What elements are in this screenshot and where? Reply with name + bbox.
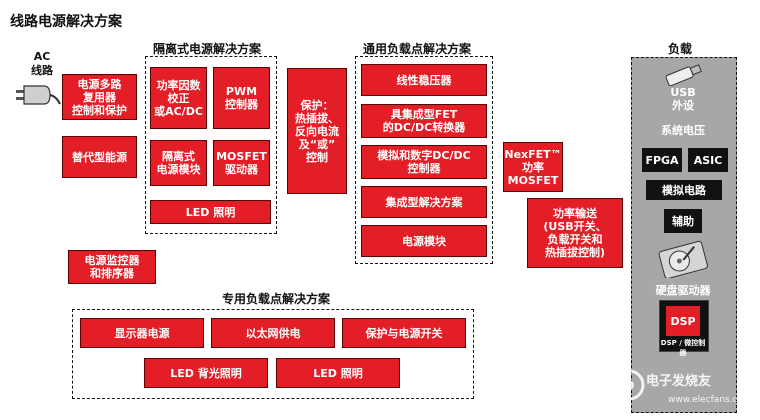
isolated-power-title: 隔离式电源解决方案 xyxy=(153,42,262,56)
special-pol-group xyxy=(72,309,474,399)
ac-line-label: AC 线路 xyxy=(31,50,53,77)
watermark-logo-icon xyxy=(613,369,645,401)
dsp-caption: DSP / 微控制器 xyxy=(660,339,706,357)
watermark-url: www.elecfans.com xyxy=(668,395,752,405)
usb-peripheral-label: USB 外设 xyxy=(670,86,696,112)
poe-box: 以太网供电 xyxy=(211,318,335,348)
hard-drive-label: 硬盘驱动器 xyxy=(655,284,711,297)
protection-hotswap-box: 保护： 热插拔、 反向电流 及“或” 控制 xyxy=(287,68,347,194)
protection-power-switch-box: 保护与电源开关 xyxy=(342,318,466,348)
hard-drive-icon xyxy=(658,240,708,278)
isolated-led-lighting-box: LED 照明 xyxy=(150,200,271,224)
load-panel xyxy=(631,57,737,413)
pol-title: 通用负载点解决方案 xyxy=(363,42,472,56)
alternative-energy-box: 替代型能源 xyxy=(62,136,137,178)
special-led-lighting-box: LED 照明 xyxy=(276,358,400,388)
isolated-power-group xyxy=(145,56,277,234)
power-mux-protection-box: 电源多路 复用器 控制和保护 xyxy=(62,74,137,120)
power-plug-icon xyxy=(16,85,61,105)
page-title: 线路电源解决方案 xyxy=(10,14,122,30)
dsp-chip: DSP xyxy=(666,306,700,336)
pol-group xyxy=(355,56,493,264)
pol-item-integrated-fet-dcdc: 具集成型FET 的DC/DC转换器 xyxy=(361,104,487,138)
mosfet-driver-box: MOSFET 驱动器 xyxy=(213,140,270,186)
pwm-controller-box: PWM 控制器 xyxy=(213,67,270,129)
power-monitor-sequencer-box: 电源监控器 和排序器 xyxy=(68,250,156,284)
watermark-brand: 电子发烧友 xyxy=(646,374,712,389)
power-distribution-box: 功率输送 (USB开关、 负载开关和 热插拔控制) xyxy=(527,198,623,268)
pol-item-power-module: 电源模块 xyxy=(361,225,487,257)
load-title: 负载 xyxy=(668,42,693,56)
led-backlight-box: LED 背光照明 xyxy=(144,358,268,388)
nexfet-mosfet-box: NexFET™ 功率 MOSFET xyxy=(503,142,563,192)
usb-stick-icon xyxy=(665,64,702,86)
display-power-box: 显示器电源 xyxy=(80,318,204,348)
asic-chip: ASIC xyxy=(688,148,728,172)
pol-item-analog-digital-dcdc: 模拟和数字DC/DC 控制器 xyxy=(361,145,487,179)
pol-item-linear-regulator: 线性稳压器 xyxy=(361,64,487,96)
special-pol-title: 专用负载点解决方案 xyxy=(222,292,331,306)
pol-item-integrated-solution: 集成型解决方案 xyxy=(361,186,487,218)
system-voltage-label: 系统电压 xyxy=(661,124,705,137)
auxiliary-chip: 辅助 xyxy=(664,209,702,233)
analog-circuit-chip: 模拟电路 xyxy=(646,180,722,200)
fpga-chip: FPGA xyxy=(642,148,682,172)
pfc-acdc-box: 功率因数 校正 或AC/DC xyxy=(150,67,207,129)
isolated-power-module-box: 隔离式 电源模块 xyxy=(150,140,207,186)
